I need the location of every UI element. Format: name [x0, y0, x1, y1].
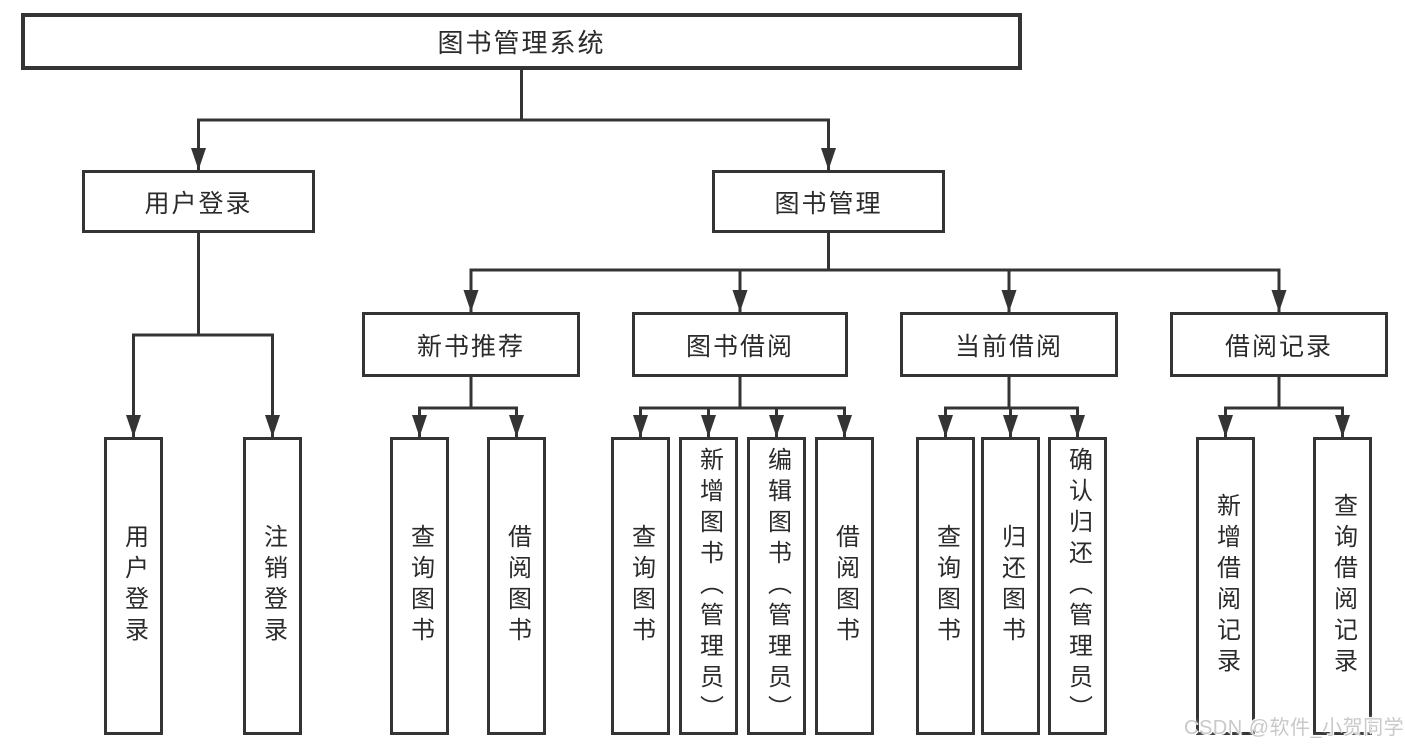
node-current-borrowing: 当前借阅: [900, 312, 1118, 377]
node-label: 新增图书（管理员）: [695, 446, 723, 726]
leaf-add-borrow-record: 新增借阅记录: [1196, 437, 1255, 735]
node-label: 图书借阅: [685, 332, 794, 361]
leaf-query-books-borrowing: 查询图书: [611, 437, 670, 735]
node-user-login: 用户登录: [82, 170, 315, 233]
node-label: 图书管理系统: [437, 28, 606, 58]
csdn-watermark: CSDN @软件_小贺同学: [1184, 717, 1405, 739]
node-library-system: 图书管理系统: [21, 13, 1022, 70]
node-new-book-recommend: 新书推荐: [362, 312, 580, 377]
node-label: 查询图书: [627, 524, 655, 648]
node-label: 借阅图书: [503, 524, 531, 648]
leaf-return-books: 归还图书: [981, 437, 1040, 735]
node-label: 用户登录: [144, 189, 253, 218]
leaf-logout: 注销登录: [243, 437, 302, 735]
node-label: 确认归还（管理员）: [1064, 446, 1092, 726]
node-label: 借阅记录: [1224, 332, 1333, 361]
leaf-user-login: 用户登录: [104, 437, 163, 735]
node-label: 查询图书: [932, 524, 960, 648]
node-label: 借阅图书: [831, 524, 859, 648]
leaf-borrow-books-recommend: 借阅图书: [487, 437, 546, 735]
node-label: 查询借阅记录: [1329, 493, 1357, 679]
node-label: 用户登录: [120, 524, 148, 648]
node-borrowing-records: 借阅记录: [1170, 312, 1388, 377]
leaf-add-book-admin: 新增图书（管理员）: [679, 437, 738, 735]
node-book-borrowing: 图书借阅: [632, 312, 848, 377]
leaf-query-borrow-record: 查询借阅记录: [1313, 437, 1372, 735]
leaf-query-books-current: 查询图书: [916, 437, 975, 735]
leaf-confirm-return-admin: 确认归还（管理员）: [1048, 437, 1107, 735]
node-label: 新增借阅记录: [1212, 493, 1240, 679]
node-label: 图书管理: [774, 189, 883, 218]
node-book-management: 图书管理: [712, 170, 945, 233]
leaf-query-books-recommend: 查询图书: [390, 437, 449, 735]
node-label: 新书推荐: [416, 332, 525, 361]
node-label: 当前借阅: [954, 332, 1063, 361]
leaf-borrow-books-borrowing: 借阅图书: [815, 437, 874, 735]
node-label: 查询图书: [406, 524, 434, 648]
node-label: 归还图书: [997, 524, 1025, 648]
node-label: 注销登录: [259, 524, 287, 648]
node-label: 编辑图书（管理员）: [763, 446, 791, 726]
leaf-edit-book-admin: 编辑图书（管理员）: [747, 437, 806, 735]
